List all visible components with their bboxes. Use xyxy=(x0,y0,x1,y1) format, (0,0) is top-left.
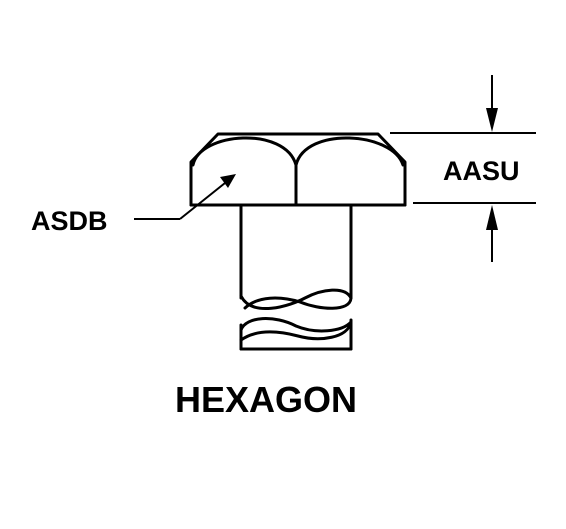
shank-break-lower xyxy=(239,317,353,342)
head-callout: ASDB xyxy=(31,174,236,236)
height-label: AASU xyxy=(443,156,520,186)
callout-arrow-icon xyxy=(220,174,236,188)
height-dimension: AASU xyxy=(390,75,536,262)
head-label: ASDB xyxy=(31,206,108,236)
diagram-caption: HEXAGON xyxy=(175,379,357,420)
screw-shank xyxy=(239,203,353,351)
hexagon-head xyxy=(189,132,407,207)
head-right-facet xyxy=(294,136,405,167)
head-left-facet xyxy=(191,136,298,167)
arrow-down-icon xyxy=(486,108,498,132)
arrow-up-icon xyxy=(486,205,498,230)
callout-leader-diagonal xyxy=(179,182,226,220)
hexagon-head-outline xyxy=(189,132,407,207)
shank-break-upper xyxy=(239,288,353,311)
